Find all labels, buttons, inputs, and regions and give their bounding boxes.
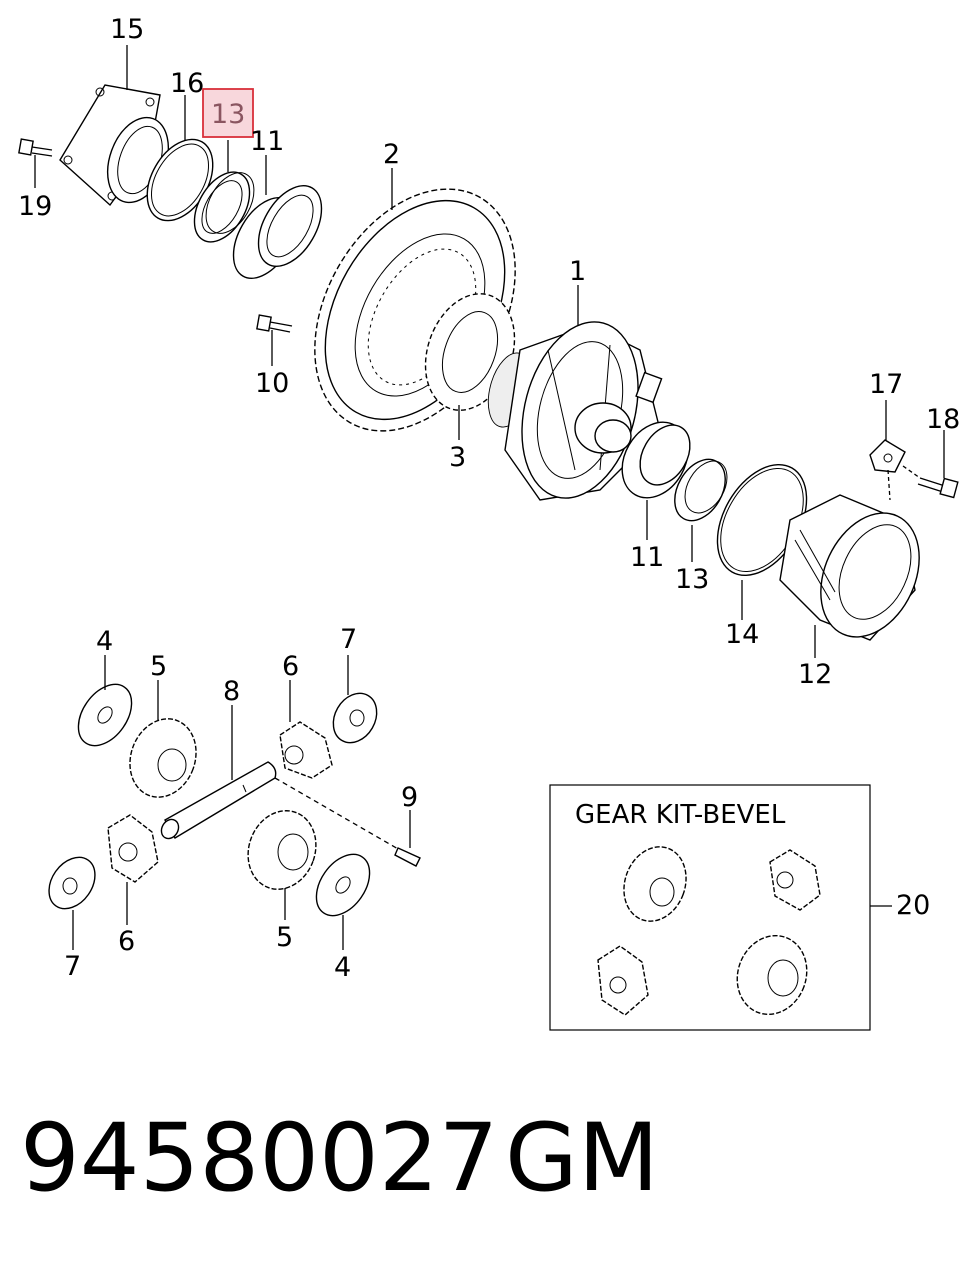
gear-kit-box xyxy=(549,784,892,1031)
part-number: 94580027 xyxy=(20,1104,498,1213)
callout-8: 8 xyxy=(223,676,240,707)
gear-kit-title: GEAR KIT-BEVEL xyxy=(575,800,786,830)
part-13-shim-bottom xyxy=(674,458,728,522)
callout-9: 9 xyxy=(401,782,418,813)
callout-4-bottom: 4 xyxy=(334,952,351,983)
callout-2: 2 xyxy=(383,139,400,170)
callout-10: 10 xyxy=(255,368,289,399)
callout-17: 17 xyxy=(869,369,903,400)
part-11-bearing-top xyxy=(232,185,323,279)
leader-lines-top xyxy=(34,45,945,658)
part-9-lock-pin xyxy=(274,777,421,867)
part-1-differential-case xyxy=(487,321,663,501)
callout-labels: 15 16 13 11 19 2 1 10 3 17 18 11 13 14 1… xyxy=(18,14,960,983)
callout-4-top: 4 xyxy=(96,626,113,657)
leader-lines-bottom xyxy=(72,655,411,950)
part-10-bolt xyxy=(256,314,293,333)
part-6-pinion-bottom xyxy=(107,814,159,883)
callout-11-bottom: 11 xyxy=(630,542,664,573)
callout-15: 15 xyxy=(110,14,144,45)
footer: 94580027 GM xyxy=(20,1104,659,1213)
part-13-shim-top xyxy=(193,171,255,243)
part-5-side-gear-bottom xyxy=(247,810,317,890)
highlight-box-13 xyxy=(202,88,254,138)
callout-16: 16 xyxy=(170,68,204,99)
callout-7-bottom: 7 xyxy=(64,951,81,982)
callout-5-bottom: 5 xyxy=(276,922,293,953)
part-7-washer-bottom xyxy=(48,856,96,910)
part-19-bolt xyxy=(18,138,53,157)
part-11-bearing-bottom xyxy=(621,421,691,499)
part-6-pinion-top xyxy=(279,721,333,779)
callout-5-top: 5 xyxy=(150,651,167,682)
part-7-washer-top xyxy=(332,692,378,744)
part-12-housing-cup xyxy=(779,494,920,641)
callout-13-highlighted: 13 xyxy=(211,99,245,130)
callout-1: 1 xyxy=(569,256,586,287)
callout-12: 12 xyxy=(798,659,832,690)
callout-19: 19 xyxy=(18,191,52,222)
callout-6-bottom: 6 xyxy=(118,926,135,957)
part-8-pinion-shaft xyxy=(160,761,277,840)
part-5-side-gear-top xyxy=(129,718,197,798)
callout-20: 20 xyxy=(896,890,930,921)
callout-18: 18 xyxy=(926,404,960,435)
part-4-washer-top xyxy=(77,683,133,747)
callout-6-top: 6 xyxy=(282,651,299,682)
part-18-bolt xyxy=(917,477,959,499)
callout-13-bottom: 13 xyxy=(675,564,709,595)
callout-14: 14 xyxy=(725,619,759,650)
part-17-lock-plate xyxy=(869,439,906,473)
part-4-washer-bottom xyxy=(315,853,371,917)
brand-name: GM xyxy=(505,1104,659,1213)
callout-11-top: 11 xyxy=(250,126,284,157)
callout-3: 3 xyxy=(449,442,466,473)
callout-7-top: 7 xyxy=(340,624,357,655)
